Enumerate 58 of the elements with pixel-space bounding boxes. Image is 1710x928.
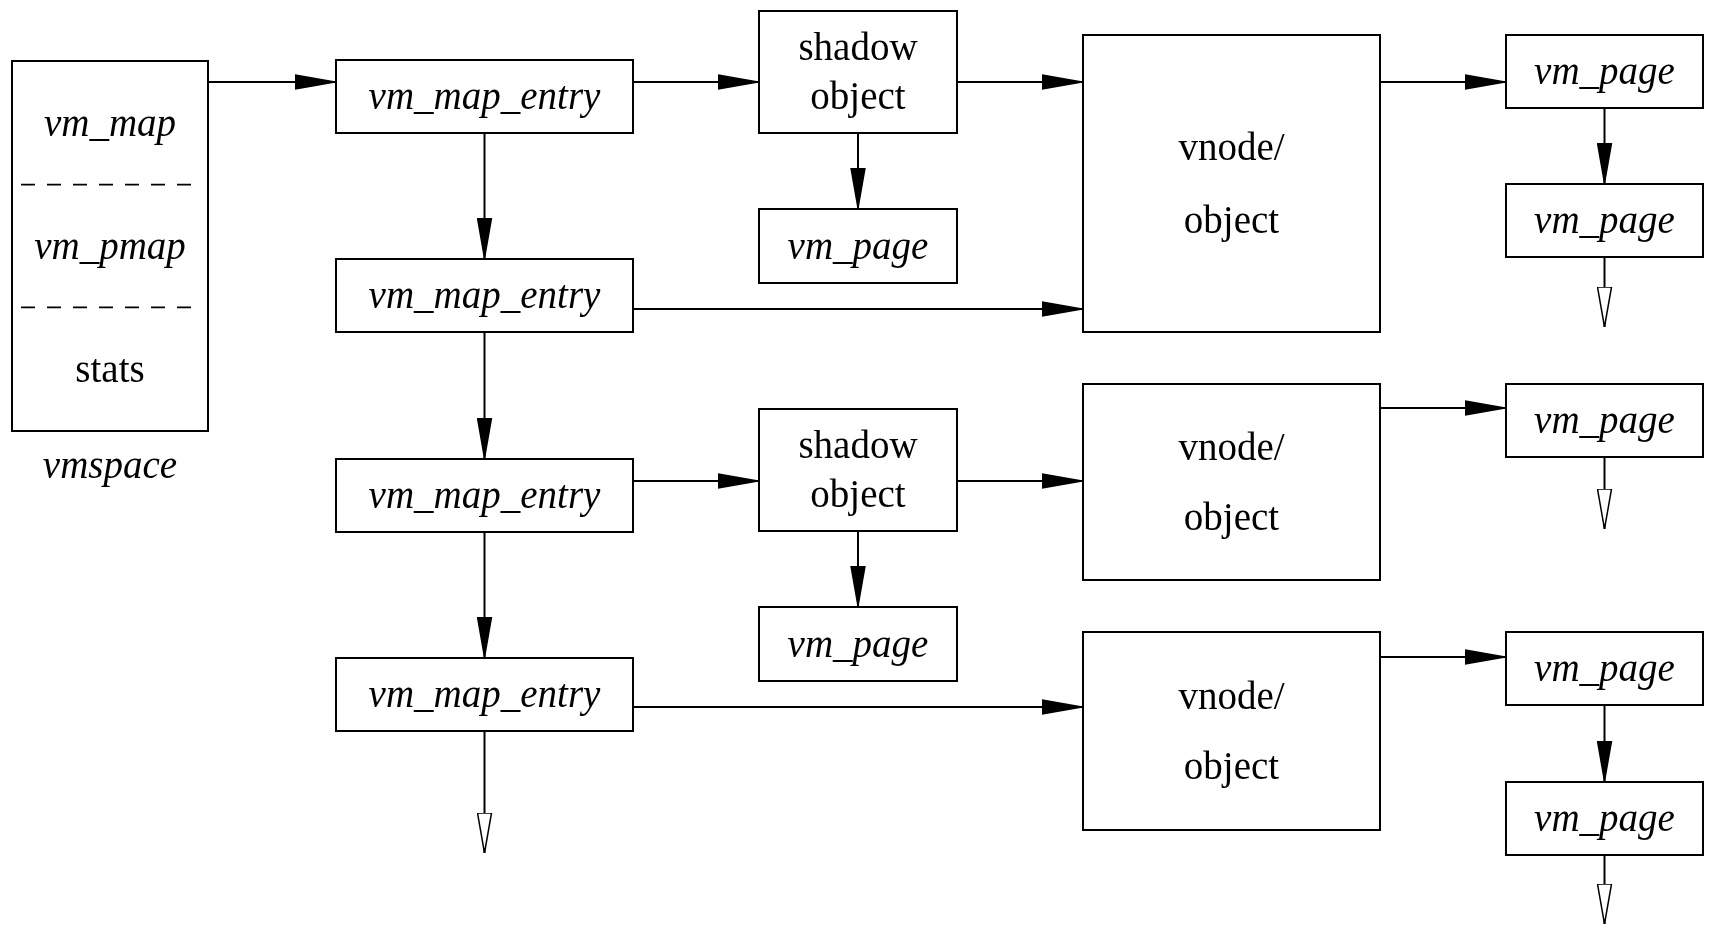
arrow [850,531,866,607]
process-box [1505,781,1704,856]
arrow [1380,649,1506,665]
arrow [208,74,336,90]
arrow [633,473,759,489]
process-box [335,258,634,333]
process-box [1082,34,1381,333]
field-label: vm_pmap [33,223,187,270]
arrow [476,133,493,259]
box-label: vm_map_entry [368,73,601,120]
arrow [633,301,1083,317]
box-label: vm_page [1534,795,1675,842]
arrow [1596,705,1613,782]
process-box [758,208,958,284]
box-label: vm_page [1534,197,1675,244]
arrow [633,74,759,90]
box-label: vm_map_entry [368,671,601,718]
box-label: vnode/ object [1177,124,1286,244]
arrow [1596,855,1613,925]
process-box [335,59,634,134]
process-box [1505,34,1704,109]
box-label: vm_page [787,620,929,668]
box-label: vnode/ object [1177,423,1286,541]
box-label: vm_map_entry [368,272,601,319]
box-label: shadow object [797,422,919,518]
arrow [476,332,493,459]
box-label: vmspace [41,442,179,487]
arrow [957,74,1083,90]
box-label: vm_page [787,222,929,270]
process-box [1505,183,1704,258]
process-box [1505,631,1704,706]
arrow [633,699,1083,715]
arrow [1596,108,1613,184]
arrow [1380,400,1506,416]
box-label: vm_page [1534,48,1675,95]
box-label: vnode/ object [1177,672,1286,790]
arrow [850,133,866,209]
process-box [1082,383,1381,581]
field-label: vm_map [42,100,178,147]
arrow [1596,457,1613,530]
box-label: shadow object [797,24,919,120]
process-box [758,408,958,532]
process-box [335,458,634,533]
box-label: vm_page [1534,645,1675,692]
process-box [758,606,958,682]
arrow [476,731,493,854]
arrow [957,473,1083,489]
arrow [1596,257,1613,328]
process-box [335,657,634,732]
process-box [758,10,958,134]
field-label: stats [74,345,146,392]
box-label: vm_page [1534,397,1675,444]
arrow [1380,74,1506,90]
process-box [1505,383,1704,458]
arrow [476,532,493,658]
struct-box [11,60,209,432]
process-box [1082,631,1381,831]
box-label: vm_map_entry [368,472,601,519]
